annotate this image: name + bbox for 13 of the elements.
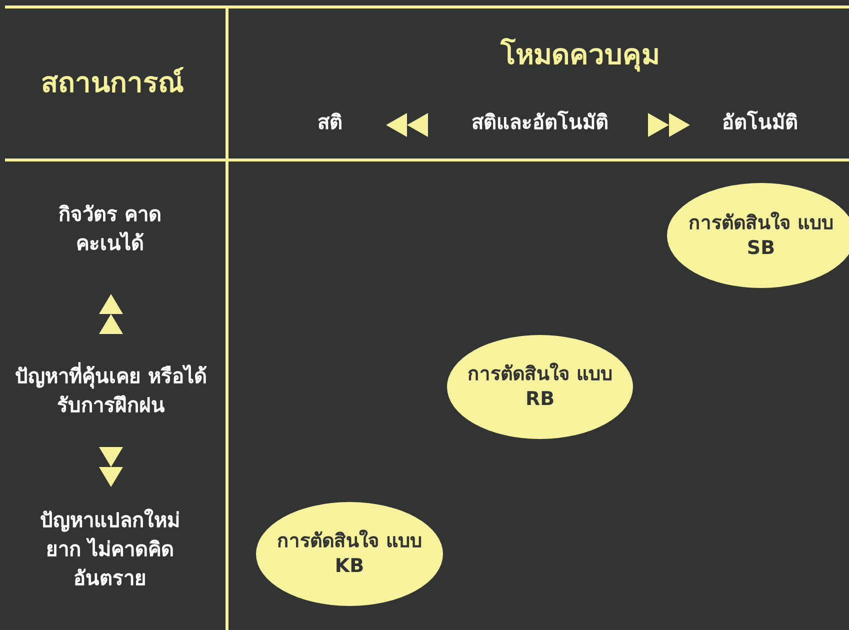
column-heading: สถานการณ์ bbox=[41, 65, 184, 101]
node-text: การตัดสินใจ แบบ SB bbox=[688, 210, 834, 260]
mode-label: อัตโนมัติ bbox=[722, 109, 798, 136]
mode-label: สติ bbox=[318, 109, 342, 136]
situation-label: ปัญหาที่คุ้นเคย หรือได้รับการฝึกฝน bbox=[14, 362, 208, 419]
mode-label: สติและอัตโนมัติ bbox=[472, 109, 608, 136]
column-heading: โหมดควบคุม bbox=[500, 37, 660, 74]
situation-label: กิจวัตร คาดคะเนได้ bbox=[58, 201, 162, 257]
node-text: การตัดสินใจ แบบ KB bbox=[276, 529, 423, 579]
situation-label: ปัญหาแปลกใหม่ ยาก ไม่คาดคิด อันตราย bbox=[39, 507, 181, 592]
node-text: การตัดสินใจ แบบ RB bbox=[466, 362, 614, 412]
decision-ellipse bbox=[256, 502, 443, 606]
decision-ellipse bbox=[447, 335, 633, 439]
